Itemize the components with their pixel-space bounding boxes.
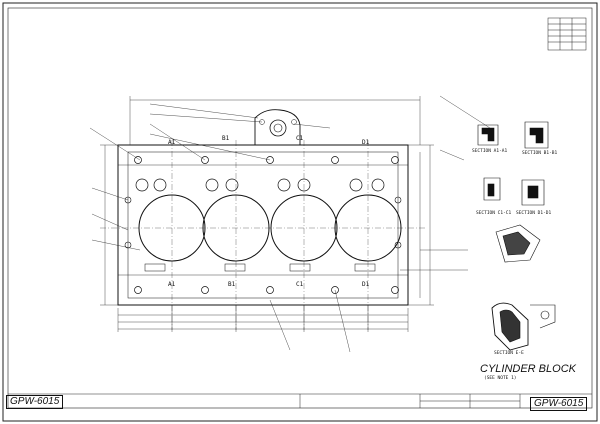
inner-border: [7, 7, 593, 409]
dimension-lines: [100, 96, 434, 332]
section-d-label: SECTION D1-D1: [516, 211, 552, 216]
section-e-label: SECTION E-E: [494, 351, 524, 356]
cut-label: A1: [168, 139, 176, 146]
title-block: [8, 393, 592, 408]
section-views: [477, 121, 556, 351]
cut-label: C1: [296, 281, 304, 288]
drawing-number-left: GPW-6015: [6, 395, 64, 409]
cut-label: D1: [362, 281, 370, 288]
revision-block: [547, 17, 587, 51]
cut-label: C1: [296, 135, 304, 142]
cut-label: A1: [168, 281, 176, 288]
section-b-label: SECTION B1-B1: [522, 151, 558, 156]
cut-label: D1: [362, 139, 370, 146]
block-plan-view: [100, 109, 425, 330]
cut-label: B1: [228, 281, 236, 288]
section-a-label: SECTION A1-A1: [472, 149, 508, 154]
drawing-number-right: GPW-6015: [530, 397, 588, 411]
drawing-title: CYLINDER BLOCK: [480, 363, 576, 375]
leader-lines: [89, 95, 491, 353]
section-c-label: SECTION C1-C1: [476, 211, 512, 216]
drawing-subtitle: (SEE NOTE 1): [484, 376, 517, 381]
cut-label: B1: [222, 135, 230, 142]
